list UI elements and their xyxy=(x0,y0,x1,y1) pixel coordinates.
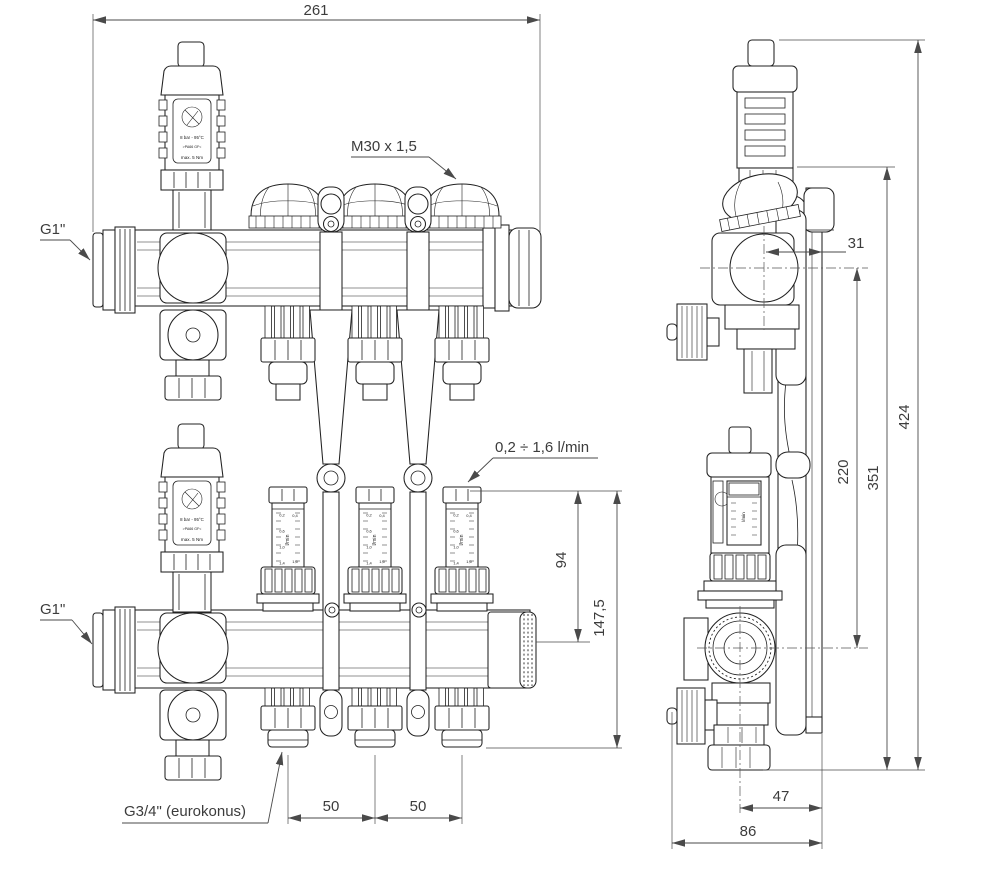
vent-label-line2: >PA66 GF< xyxy=(183,527,202,531)
flowmeter-scale-label: 0,4 xyxy=(466,513,472,518)
flowmeter-scale-label: 1,4 xyxy=(453,561,459,566)
label-flow-range: 0,2 ÷ 1,6 l/min xyxy=(495,439,589,456)
label-outlet-thread: G3/4" (eurokonus) xyxy=(124,803,246,820)
flowmeter-scale-label: 0,2 xyxy=(453,513,459,518)
flowmeter-scale-label: l/min xyxy=(285,534,291,545)
flowmeter-scale-label: 0,2 xyxy=(279,513,285,518)
supply-g1-connection xyxy=(92,226,136,314)
label-return-connection: G1" xyxy=(40,601,65,618)
flow-meter-2 xyxy=(343,486,407,612)
air-vent-label-return: 8 bar - 95°C >PA66 GF< max. 5 Nm xyxy=(180,517,204,542)
side-supply-assembly xyxy=(666,39,807,394)
flowmeter-scale-label: 0,2 xyxy=(366,513,372,518)
flowmeter-scale-label: 0,6 xyxy=(453,529,459,534)
dim-axis-to-bracket: 31 xyxy=(848,235,865,252)
flowmeter-scale-label: 1,6 xyxy=(292,559,298,564)
return-ball-valve xyxy=(157,612,229,684)
vent-label-line1: 8 bar - 95°C xyxy=(180,135,204,140)
flowmeter-scale-label: 1,6 xyxy=(466,559,472,564)
vent-label-line3: max. 5 Nm xyxy=(181,537,203,542)
vent-label-line3: max. 5 Nm xyxy=(181,155,203,160)
air-vent-label-supply: 8 bar - 95°C >PA66 GF< max. 5 Nm xyxy=(180,135,204,160)
flow-meter-3 xyxy=(430,486,494,612)
flowmeter-scale-label: 1,4 xyxy=(279,561,285,566)
flowmeter-scale-label: 1,6 xyxy=(379,559,385,564)
valve-cap-2 xyxy=(335,183,415,229)
flowmeter-scale-label: 0,4 xyxy=(379,513,385,518)
dim-height-body: 351 xyxy=(865,465,882,490)
eurokonus-outlet-2 xyxy=(347,687,403,748)
return-g1-connection xyxy=(92,606,136,694)
supply-end-cap xyxy=(482,224,542,312)
supply-ball-valve xyxy=(157,232,229,304)
dim-axis-spacing: 220 xyxy=(835,459,852,484)
flowmeter-scale-label: 0,4 xyxy=(292,513,298,518)
valve-cap-1 xyxy=(248,183,328,229)
dim-total-height: 147,5 xyxy=(591,599,608,637)
dim-axis-to-back: 47 xyxy=(773,788,790,805)
supply-outlet-2 xyxy=(347,305,403,401)
flowmeter-scale-label: 1,0 xyxy=(279,545,285,550)
dim-flowmeter-height: 94 xyxy=(553,552,570,569)
dim-outlet-pitch-1: 50 xyxy=(323,798,340,815)
return-end-cap xyxy=(487,611,537,689)
vent-label-line1: 8 bar - 95°C xyxy=(180,517,204,522)
drain-valve-supply xyxy=(159,309,227,401)
flowmeter-scale-label: 1,0 xyxy=(366,545,372,550)
supply-outlet-1 xyxy=(260,305,316,401)
flowmeter-scale-label: 0,6 xyxy=(279,529,285,534)
dim-height-overall: 424 xyxy=(896,404,913,429)
dim-outlet-pitch-2: 50 xyxy=(410,798,427,815)
label-supply-connection: G1" xyxy=(40,221,65,238)
flowmeter-scale-label: l/min xyxy=(459,534,465,545)
supply-outlet-3 xyxy=(434,305,490,401)
eurokonus-outlet-1 xyxy=(260,687,316,748)
flowmeter-scale-label: 1,4 xyxy=(366,561,372,566)
flowmeter-scale-label: l/min xyxy=(372,534,378,545)
dimensions: 261 M30 x 1,5 G1" G1" 0,2 ÷ 1,6 l/min 94… xyxy=(40,2,925,849)
dim-overall-width: 261 xyxy=(303,2,328,19)
flowmeter-scale-labels: 0,2 0,6 1,0 1,4 0,4 1,6 l/min 0,2 0,6 1,0 1,4 0,4 1,… xyxy=(279,512,746,566)
front-view: 8 bar - 95°C >PA66 GF< max. 5 Nm 8 bar -… xyxy=(92,41,542,781)
centerlines xyxy=(697,226,868,813)
flowmeter-scale-label: 0,6 xyxy=(366,529,372,534)
flowmeter-scale-label: l/min xyxy=(741,512,746,522)
side-view xyxy=(666,39,868,813)
strap-bolts xyxy=(322,215,427,618)
flow-meter-1 xyxy=(256,486,320,612)
eurokonus-outlet-3 xyxy=(434,687,490,748)
valve-cap-3 xyxy=(422,183,502,229)
dim-depth-overall: 86 xyxy=(740,823,757,840)
label-valve-connection: M30 x 1,5 xyxy=(351,138,417,155)
vent-label-line2: >PA66 GF< xyxy=(183,145,202,149)
drain-valve-return xyxy=(159,689,227,781)
flowmeter-scale-label: 1,0 xyxy=(453,545,459,550)
